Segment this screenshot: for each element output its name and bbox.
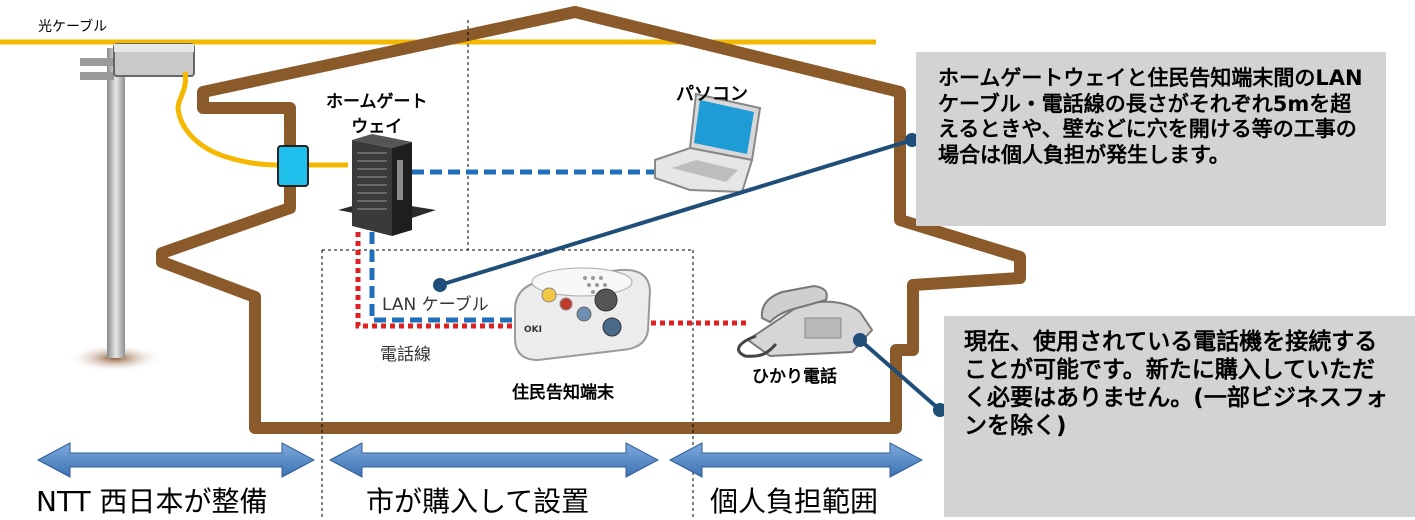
terminal-brand-logo: OKI: [524, 325, 542, 335]
cable-cost-note: ホームゲートウェイと住民告知端末間のLANケーブル・電話線の長さがそれぞれ5mを…: [916, 52, 1386, 226]
lan-cable-label: LAN ケーブル: [382, 295, 489, 315]
phone-reuse-note: 現在、使用されている電話機を接続することが可能です。新たに購入していただく必要は…: [944, 316, 1415, 517]
range-arrow-personal: [668, 442, 924, 478]
pc-label: パソコン: [676, 84, 748, 105]
hikari-phone-icon: [737, 284, 874, 358]
range-label-personal: 個人負担範囲: [710, 485, 879, 518]
home-gateway-icon: [338, 134, 436, 236]
resident-terminal-icon: OKI: [514, 267, 652, 362]
range-label-city: 市が購入して設置: [366, 485, 590, 518]
gateway-label-line2: ウェイ: [351, 116, 403, 137]
lan-cable-to-terminal: [369, 232, 515, 323]
laptop-pc-icon: [654, 92, 762, 194]
range-arrow-city: [328, 442, 660, 478]
phone-line-gateway-terminal: [355, 232, 515, 329]
fiber-drop-cable: [175, 71, 279, 168]
note-pointer-cable: [433, 133, 919, 292]
onu-box-icon: [277, 145, 309, 187]
note-pointer-phone: [853, 333, 947, 417]
range-arrow-ntt: [36, 442, 316, 478]
gateway-label: ホームゲート ウェイ: [326, 90, 428, 139]
phone-line-label: 電話線: [380, 345, 431, 365]
hikari-phone-label: ひかり電話: [752, 367, 837, 387]
house-outline: [156, 6, 1026, 434]
fiber-cable-label: 光ケーブル: [38, 19, 108, 35]
terminal-label: 住民告知端末: [512, 383, 614, 403]
gateway-label-line1: ホームゲート: [326, 92, 428, 112]
range-label-ntt: NTT 西日本が整備: [36, 485, 268, 518]
utility-pole-icon: [67, 43, 195, 372]
